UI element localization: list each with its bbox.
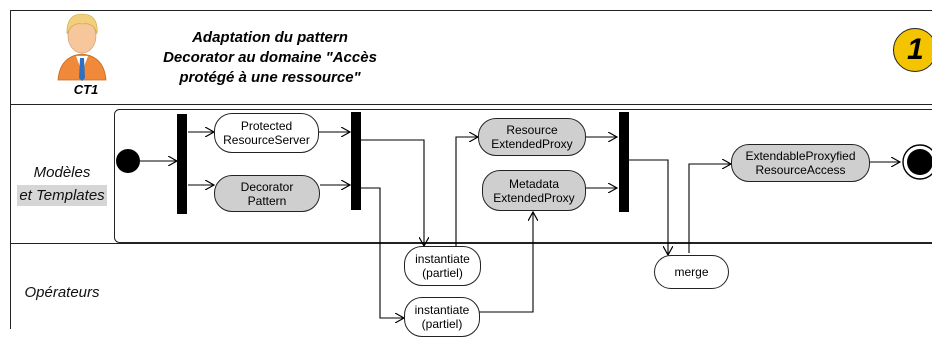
node-protected-resource-server[interactable]: Protected ResourceServer — [214, 113, 319, 153]
final-node — [903, 145, 932, 179]
node-label: Decorator — [215, 180, 319, 194]
lane-label-operators: Opérateurs — [12, 284, 112, 301]
node-instantiate-partiel-2[interactable]: instantiate (partiel) — [404, 297, 480, 337]
edge-instantiate1-resource — [456, 137, 478, 246]
actor-label: CT1 — [66, 82, 106, 97]
node-label: Pattern — [215, 194, 319, 208]
node-label: (partiel) — [405, 266, 480, 280]
node-resource-extended-proxy[interactable]: Resource ExtendedProxy — [478, 118, 586, 156]
join-bar-2 — [619, 112, 629, 212]
node-label: instantiate — [405, 252, 480, 266]
join-bar-1 — [351, 112, 361, 210]
node-label: ExtendedProxy — [479, 137, 585, 151]
node-label: Protected — [215, 119, 318, 133]
lane-label-models: Modèles — [12, 164, 112, 181]
step-badge: 1 — [893, 28, 932, 72]
initial-node — [116, 149, 140, 173]
node-label: Resource — [479, 123, 585, 137]
node-label: ResourceAccess — [732, 163, 869, 177]
edge-join-instantiate2 — [361, 188, 404, 318]
node-decorator-pattern[interactable]: Decorator Pattern — [214, 175, 320, 212]
title-line-2: Decorator au domaine "Accès — [150, 48, 390, 68]
activity-diagram: Adaptation du pattern Decorator au domai… — [0, 0, 932, 329]
node-merge[interactable]: merge — [654, 255, 729, 289]
node-label: Metadata — [483, 177, 585, 191]
edge-join-instantiate1 — [361, 140, 424, 246]
fork-bar-1 — [177, 114, 187, 214]
lane-label-templates: et Templates — [12, 187, 112, 204]
lane-label-templates-text: et Templates — [17, 185, 106, 206]
title-line-1: Adaptation du pattern — [150, 28, 390, 48]
diagram-title: Adaptation du pattern Decorator au domai… — [150, 28, 390, 88]
step-number: 1 — [907, 33, 924, 67]
node-label: ResourceServer — [215, 133, 318, 147]
edge-instantiate2-metadata — [478, 212, 533, 312]
actor-icon — [58, 14, 106, 81]
node-instantiate-partiel-1[interactable]: instantiate (partiel) — [404, 246, 481, 286]
edge-merge-extendable — [689, 164, 731, 253]
title-line-3: protégé à une ressource" — [150, 68, 390, 88]
node-label: ExtendableProxyfied — [732, 149, 869, 163]
node-metadata-extended-proxy[interactable]: Metadata ExtendedProxy — [482, 170, 586, 211]
node-label: merge — [655, 265, 728, 279]
edge-join-merge — [629, 160, 668, 255]
node-label: instantiate — [405, 303, 479, 317]
node-extendable-proxyfied-resource-access[interactable]: ExtendableProxyfied ResourceAccess — [731, 144, 870, 182]
node-label: ExtendedProxy — [483, 191, 585, 205]
